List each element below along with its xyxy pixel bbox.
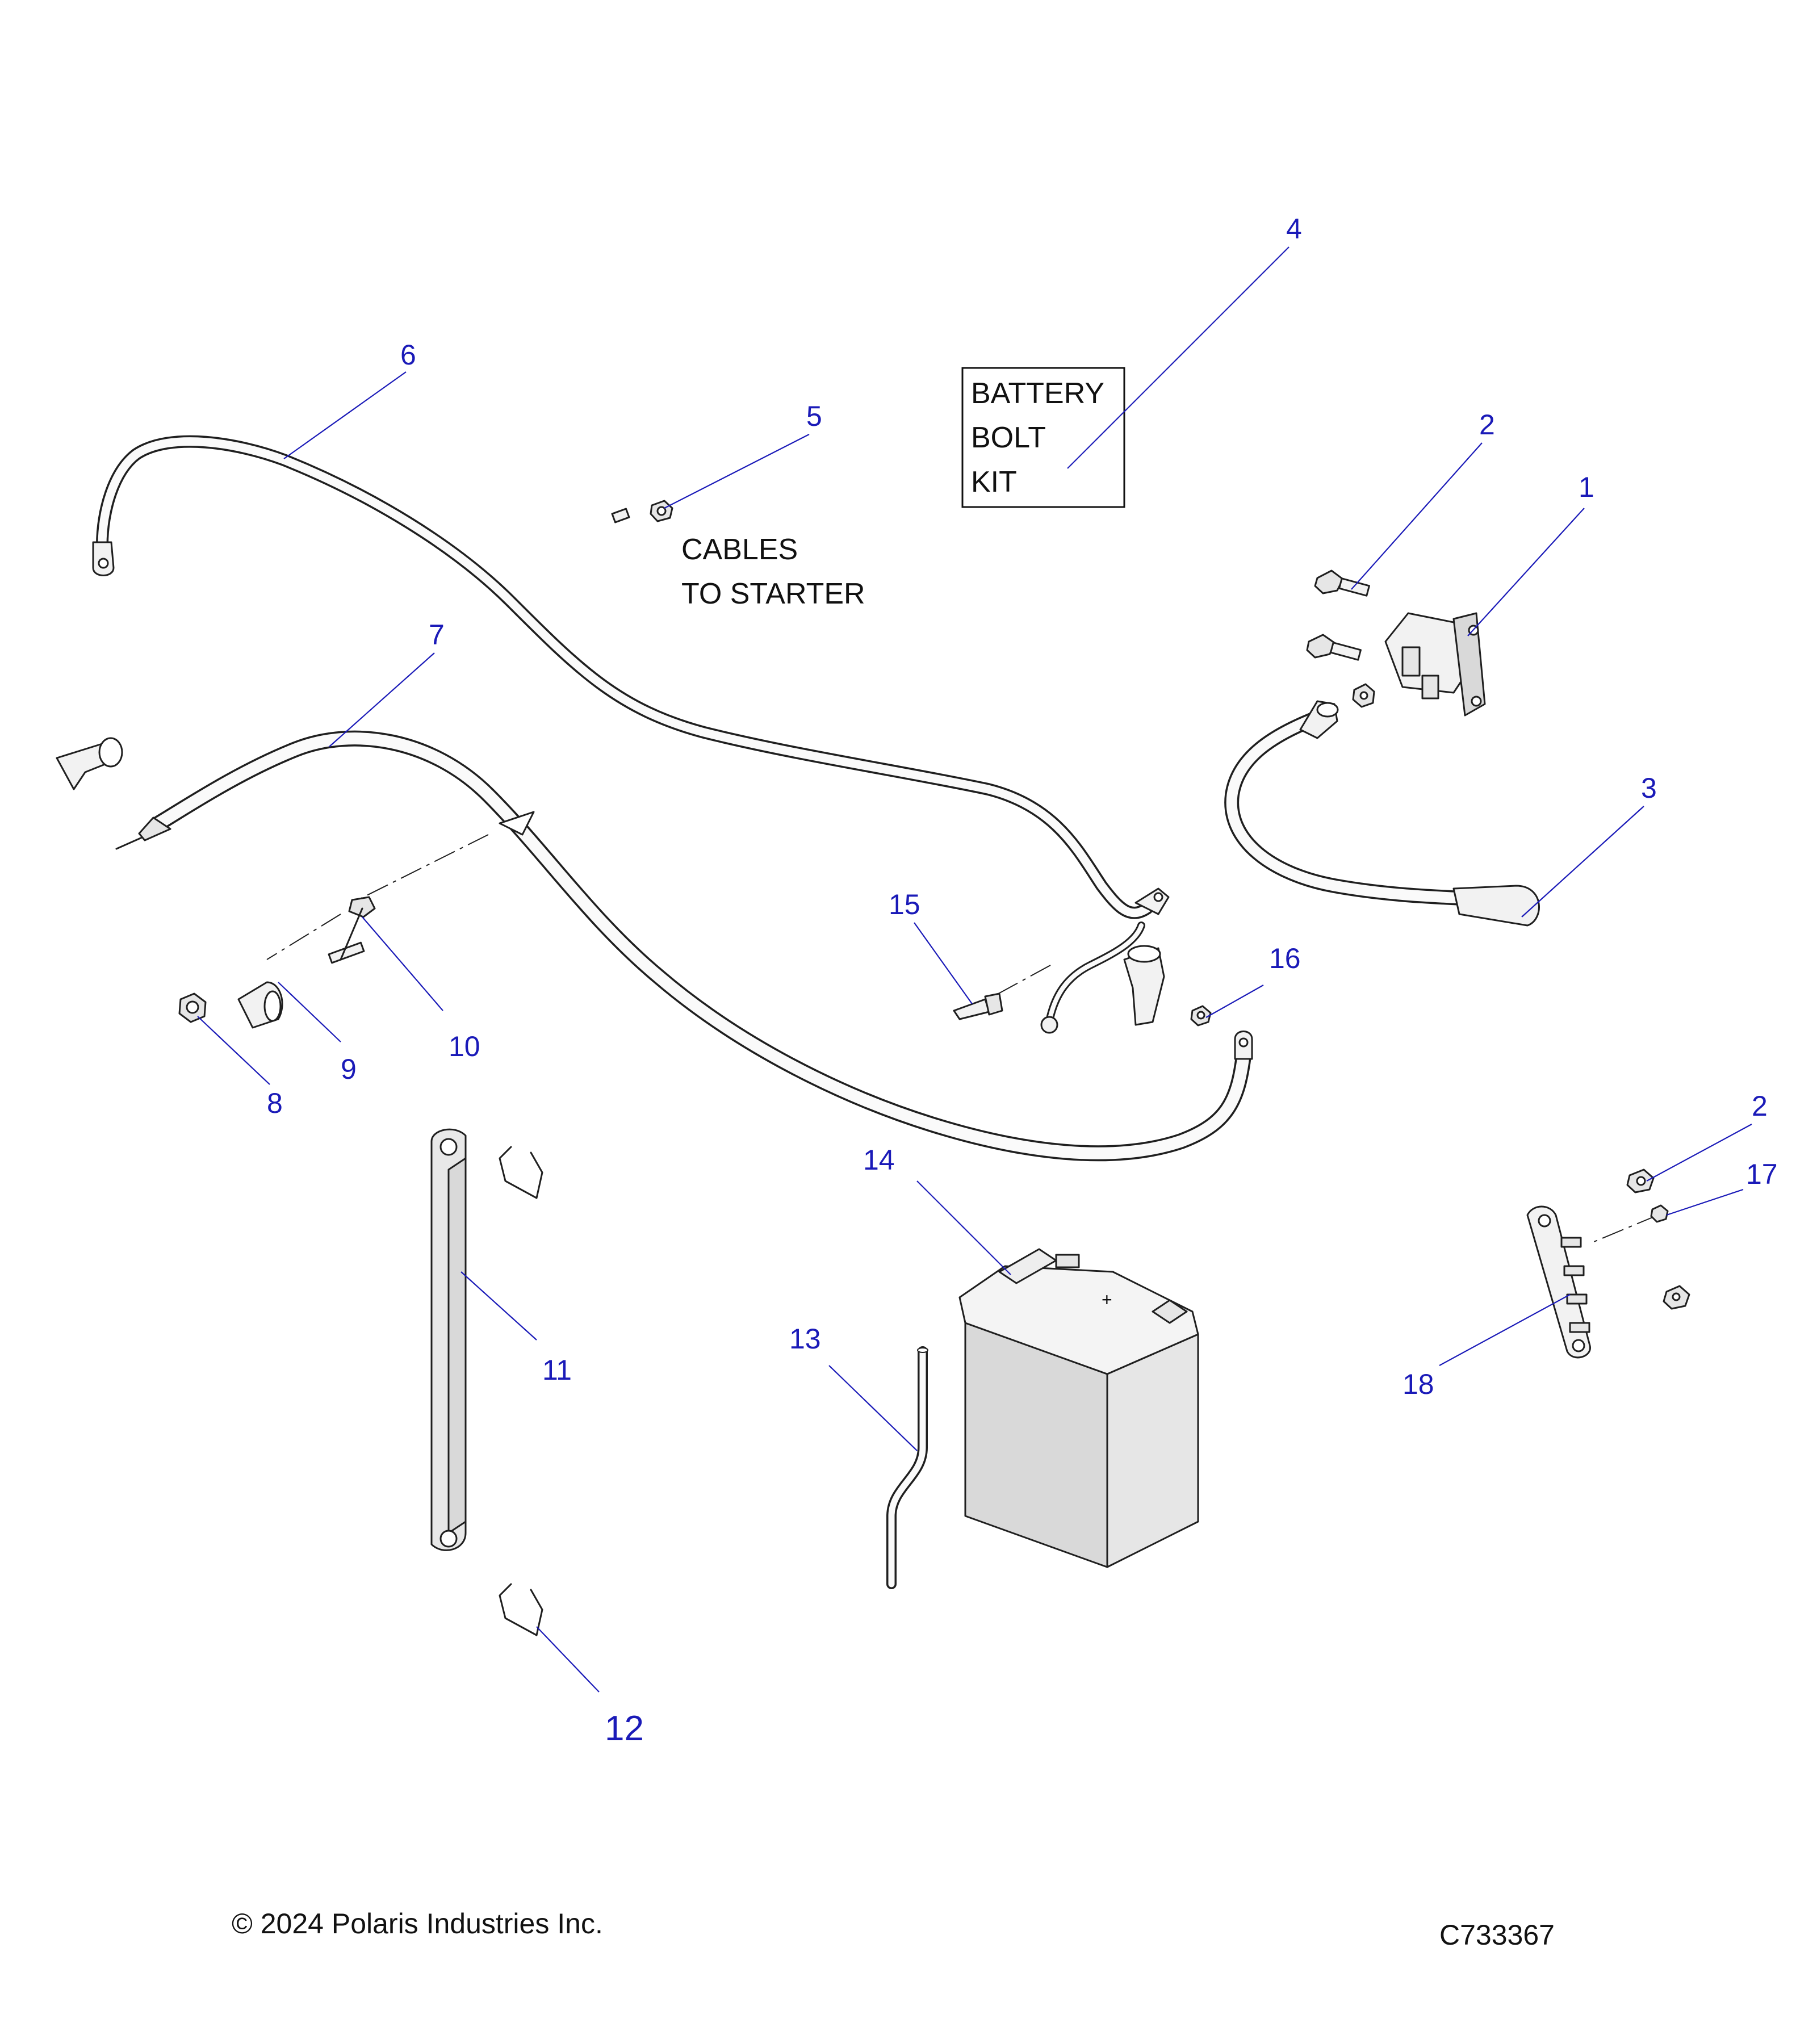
fuse-clip-part-15 <box>953 992 1003 1020</box>
solenoid-part-1 <box>1384 612 1486 717</box>
copyright-text: © 2024 Polaris Industries Inc. <box>232 1908 603 1940</box>
callout-6: 6 <box>400 339 416 371</box>
bolt-part-2-lower <box>1626 1168 1655 1193</box>
leader-lines <box>197 246 1752 1693</box>
note-line-battery: BATTERY <box>971 377 1104 410</box>
bolt-part-10 <box>328 896 376 964</box>
clip-part-12 <box>499 1583 543 1636</box>
nut-part-5 <box>611 500 673 523</box>
note-line-kit: KIT <box>971 466 1017 499</box>
callout-7: 7 <box>429 619 445 651</box>
callout-12: 12 <box>605 1709 644 1748</box>
callout-10: 10 <box>449 1031 480 1062</box>
callout-5: 5 <box>806 400 822 432</box>
cable-part-3 <box>1224 700 1540 927</box>
callout-15: 15 <box>889 889 920 920</box>
terminal-boot-center <box>1123 945 1165 1026</box>
bolt-solenoid-mid <box>1306 634 1362 661</box>
callout-11: 11 <box>542 1354 572 1386</box>
vent-tube-part-13 <box>886 1346 928 1589</box>
nut-solenoid <box>1352 683 1375 708</box>
callout-16: 16 <box>1269 943 1301 974</box>
callout-9: 9 <box>341 1053 357 1085</box>
battery-part-14: + <box>958 1248 1199 1568</box>
callout-2-upper: 2 <box>1479 409 1495 441</box>
callout-2-lower: 2 <box>1752 1090 1768 1122</box>
callout-13: 13 <box>789 1323 821 1355</box>
nut-part-8 <box>178 992 207 1023</box>
note-line-bolt: BOLT <box>971 421 1046 454</box>
callout-4: 4 <box>1286 213 1302 245</box>
callout-3: 3 <box>1641 772 1657 804</box>
strap-part-11 <box>430 1128 467 1551</box>
callout-17: 17 <box>1746 1158 1778 1190</box>
callout-18: 18 <box>1402 1368 1434 1400</box>
note-line-to-starter: TO STARTER <box>681 577 865 610</box>
clip-upper <box>499 1146 543 1199</box>
nut-part-17 <box>1650 1204 1669 1223</box>
drawing-number: C733367 <box>1439 1919 1555 1951</box>
svg-text:+: + <box>1102 1289 1112 1310</box>
callout-8: 8 <box>267 1087 283 1119</box>
boot-part-9 <box>237 981 283 1029</box>
note-line-cables: CABLES <box>681 533 798 566</box>
callout-14: 14 <box>863 1144 895 1176</box>
battery-bolt-kit-note: BATTERY BOLT KIT <box>961 367 1125 508</box>
callout-numbers: 1 2 2 3 4 5 6 7 8 9 10 11 12 13 14 15 16… <box>267 213 1778 1748</box>
cables-to-starter-note: CABLES TO STARTER <box>681 533 865 610</box>
cable-part-6 <box>92 435 1170 919</box>
nut-part-16 <box>1190 1005 1212 1027</box>
callout-1: 1 <box>1579 471 1594 503</box>
ring-terminal-lead <box>1040 922 1145 1034</box>
terminal-boot-loose <box>56 737 123 790</box>
bolt-terminal-block <box>1663 1285 1690 1310</box>
bolt-part-2-upper <box>1314 569 1370 597</box>
terminal-block-part-18 <box>1526 1205 1591 1359</box>
cable-part-7 <box>115 730 1253 1162</box>
